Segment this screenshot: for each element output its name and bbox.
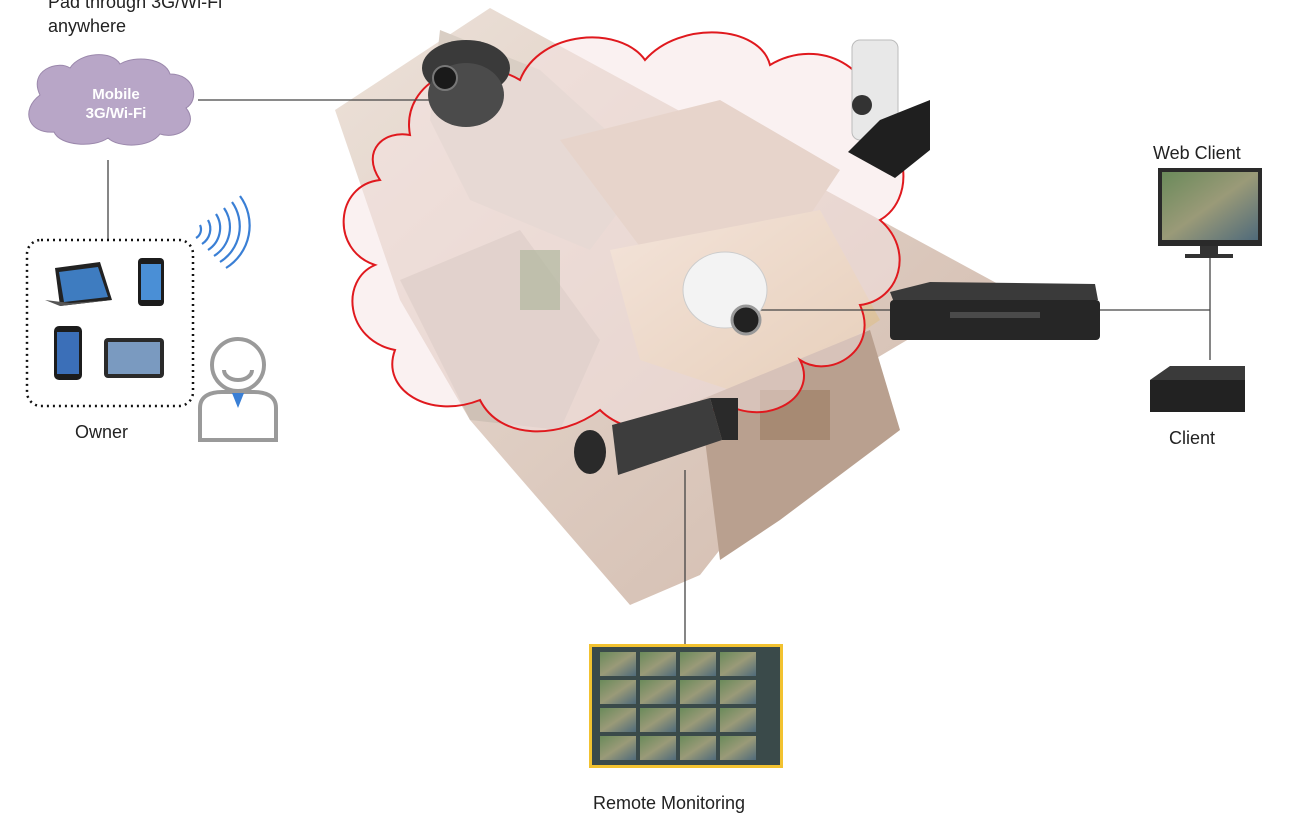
nvr-recorder-icon (890, 282, 1100, 340)
tablet-landscape-icon (104, 338, 164, 378)
tablet-icon (45, 262, 112, 306)
owner-person-icon (200, 339, 276, 440)
owner-label: Owner (75, 422, 128, 443)
wifi-signal-icon (196, 196, 250, 268)
client-label: Client (1169, 428, 1215, 449)
mobile-cloud-label: Mobile 3G/Wi-Fi (34, 85, 198, 123)
web-client-monitor-icon (1158, 168, 1262, 258)
intro-line-1: Pad through 3G/Wi-Fi (48, 0, 222, 14)
phablet-icon (54, 326, 82, 380)
intro-text: Pad through 3G/Wi-Fi anywhere (48, 0, 222, 38)
web-client-label: Web Client (1153, 143, 1241, 164)
cube-camera-icon (848, 40, 930, 178)
mobile-cloud-line-2: 3G/Wi-Fi (34, 104, 198, 123)
server-client-icon (1150, 366, 1245, 412)
smartphone-icon (138, 258, 164, 306)
mobile-cloud-line-1: Mobile (34, 85, 198, 104)
owner-devices-box (27, 240, 193, 406)
intro-line-2: anywhere (48, 14, 222, 38)
remote-monitoring-label: Remote Monitoring (593, 793, 745, 814)
remote-monitoring-screen-icon (589, 644, 783, 768)
